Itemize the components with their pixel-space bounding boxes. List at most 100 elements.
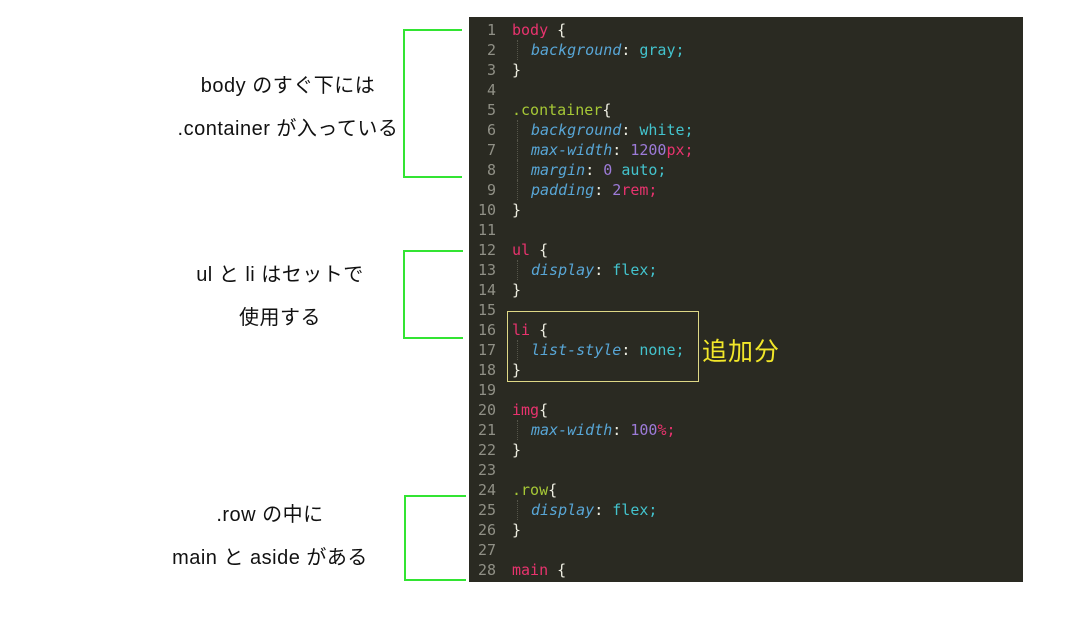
indent-guide xyxy=(517,260,531,280)
code-line: 23 xyxy=(469,460,1023,480)
line-number: 24 xyxy=(477,481,496,499)
annotation-body-container: body のすぐ下には .container が入っている xyxy=(128,65,448,151)
code-text: max-width: 100%; xyxy=(512,420,676,440)
code-text: } xyxy=(512,361,522,379)
line-number: 11 xyxy=(477,221,496,239)
line-number: 18 xyxy=(477,361,496,379)
code-text: background: white; xyxy=(512,120,694,140)
line-number: 28 xyxy=(477,561,496,579)
line-number: 25 xyxy=(477,501,496,519)
line-number: 10 xyxy=(477,201,496,219)
annotation-line: body のすぐ下には xyxy=(200,75,376,97)
code-text: body { xyxy=(512,21,567,39)
line-number: 1 xyxy=(486,21,496,39)
code-line: 14} xyxy=(469,280,1023,300)
indent-guide xyxy=(517,500,531,520)
annotation-ul-li: ul と li はセットで 使用する xyxy=(120,254,440,340)
annotation-line: main と aside がある xyxy=(172,547,368,569)
code-line: 11 xyxy=(469,220,1023,240)
code-line: 12 ul { xyxy=(469,240,1023,260)
code-line: 26} xyxy=(469,520,1023,540)
code-text: } xyxy=(512,441,522,459)
annotation-line: .container が入っている xyxy=(177,118,399,140)
code-text: } xyxy=(512,281,522,299)
bracket-connector-ul-li xyxy=(403,250,463,339)
code-text: display: flex; xyxy=(512,500,657,520)
code-line: 28 main { xyxy=(469,560,1023,580)
code-line: 15 xyxy=(469,300,1023,320)
indent-guide xyxy=(517,420,531,440)
line-number: 8 xyxy=(486,161,496,179)
code-line: 21 max-width: 100%; xyxy=(469,420,1023,440)
code-text: ul { xyxy=(512,241,549,259)
code-text: img{ xyxy=(512,401,549,419)
annotation-line: .row の中に xyxy=(216,504,324,526)
code-text: } xyxy=(512,61,522,79)
code-line: 25 display: flex; xyxy=(469,500,1023,520)
indent-guide xyxy=(517,120,531,140)
code-line: 9 padding: 2rem; xyxy=(469,180,1023,200)
line-number: 3 xyxy=(486,61,496,79)
annotation-row-main-aside: .row の中に main と aside がある xyxy=(105,494,435,580)
line-number: 21 xyxy=(477,421,496,439)
line-number: 14 xyxy=(477,281,496,299)
code-text: list-style: none; xyxy=(512,340,685,360)
code-line: 7 max-width: 1200px; xyxy=(469,140,1023,160)
line-number: 27 xyxy=(477,541,496,559)
line-number: 23 xyxy=(477,461,496,479)
line-number: 2 xyxy=(486,41,496,59)
line-number: 5 xyxy=(486,101,496,119)
line-number: 15 xyxy=(477,301,496,319)
code-line: 13 display: flex; xyxy=(469,260,1023,280)
code-line: 4 xyxy=(469,80,1023,100)
line-number: 7 xyxy=(486,141,496,159)
line-number: 9 xyxy=(486,181,496,199)
code-line: 20 img{ xyxy=(469,400,1023,420)
code-line: 24 .row{ xyxy=(469,480,1023,500)
line-number: 19 xyxy=(477,381,496,399)
bracket-connector-row xyxy=(404,495,466,581)
line-number: 4 xyxy=(486,81,496,99)
line-number: 12 xyxy=(477,241,496,259)
code-line: 16 li { xyxy=(469,320,1023,340)
indent-guide xyxy=(517,40,531,60)
code-line: 2 background: gray; xyxy=(469,40,1023,60)
line-number: 17 xyxy=(477,341,496,359)
code-text: .container{ xyxy=(512,101,612,119)
code-line: 5 .container{ xyxy=(469,100,1023,120)
line-number: 6 xyxy=(486,121,496,139)
code-line: 27 xyxy=(469,540,1023,560)
code-text: .row{ xyxy=(512,481,558,499)
code-text: background: gray; xyxy=(512,40,685,60)
indent-guide xyxy=(517,160,531,180)
line-number: 16 xyxy=(477,321,496,339)
annotation-line: ul と li はセットで xyxy=(196,264,364,286)
code-line: 10} xyxy=(469,200,1023,220)
code-text: max-width: 1200px; xyxy=(512,140,694,160)
code-line: 17 list-style: none; xyxy=(469,340,1023,360)
code-line: 3} xyxy=(469,60,1023,80)
code-line: 8 margin: 0 auto; xyxy=(469,160,1023,180)
code-line: 6 background: white; xyxy=(469,120,1023,140)
code-text: padding: 2rem; xyxy=(512,180,657,200)
highlight-label: 追加分 xyxy=(702,338,781,366)
code-text: margin: 0 auto; xyxy=(512,160,666,180)
code-text: display: flex; xyxy=(512,260,657,280)
line-number: 13 xyxy=(477,261,496,279)
bracket-connector-body-container xyxy=(403,29,462,178)
line-number: 26 xyxy=(477,521,496,539)
indent-guide xyxy=(517,180,531,200)
code-text: li { xyxy=(512,321,549,339)
indent-guide xyxy=(517,340,531,360)
line-number: 20 xyxy=(477,401,496,419)
code-line: 1 body { xyxy=(469,20,1023,40)
code-text: main { xyxy=(512,561,567,579)
code-text: } xyxy=(512,201,522,219)
code-text: } xyxy=(512,521,522,539)
indent-guide xyxy=(517,140,531,160)
code-line: 22} xyxy=(469,440,1023,460)
annotation-line: 使用する xyxy=(239,307,321,329)
line-number: 22 xyxy=(477,441,496,459)
